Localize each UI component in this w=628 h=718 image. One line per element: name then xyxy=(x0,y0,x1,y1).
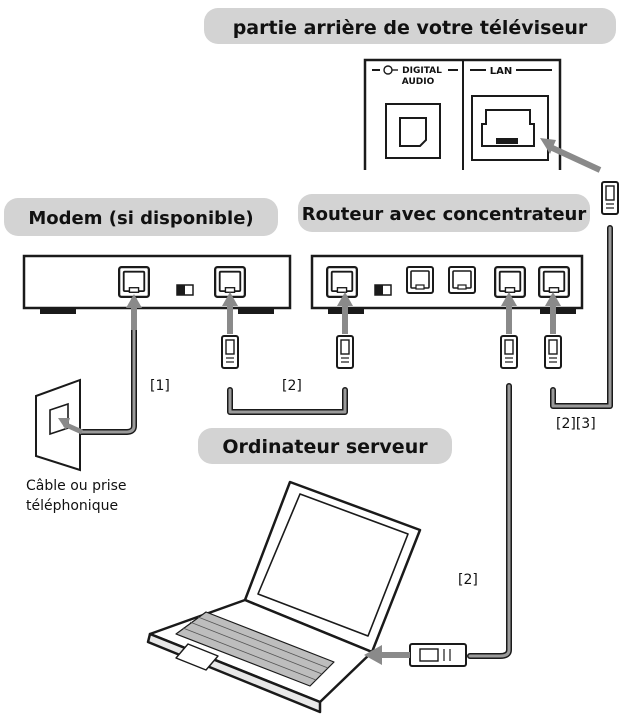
router-port-1 xyxy=(406,266,434,294)
cable-label-1: [1] xyxy=(150,378,170,394)
rj45-plug-icon xyxy=(336,335,354,369)
digital-audio-label-line1: DIGITAL xyxy=(402,66,442,76)
router-title-banner xyxy=(298,194,590,232)
cable-label-2: [2] xyxy=(282,378,302,394)
router-port-3 xyxy=(494,266,526,298)
router-device: Routeur avec concentrateur xyxy=(298,194,590,314)
lan-port-icon xyxy=(471,95,549,161)
tv-title-banner xyxy=(204,8,616,44)
modem-title-banner xyxy=(4,198,278,236)
router-port-2 xyxy=(448,266,476,294)
rj45-plug-icon xyxy=(221,335,239,369)
laptop-icon xyxy=(146,480,422,714)
arrow-left-icon xyxy=(364,645,410,665)
router-title: Routeur avec concentrateur xyxy=(302,204,587,225)
lan-label: LAN xyxy=(490,66,512,77)
optical-out-icon xyxy=(383,65,398,75)
wall-socket-icon xyxy=(35,378,84,472)
modem-device: Modem (si disponible) xyxy=(4,198,292,314)
rj45-plug-laptop-icon xyxy=(409,643,467,667)
router-switch xyxy=(374,284,392,296)
rj45-plug-icon xyxy=(601,181,619,215)
router-port-wan xyxy=(326,266,358,298)
cable-label-2-laptop: [2] xyxy=(458,572,478,588)
server-title-banner xyxy=(198,428,452,464)
rj45-plug-icon xyxy=(500,335,518,369)
router-port-4 xyxy=(538,266,570,298)
tv-back-panel: partie arrière de votre téléviseur DIGIT… xyxy=(204,8,616,170)
tv-title: partie arrière de votre téléviseur xyxy=(233,17,588,39)
server-title: Ordinateur serveur xyxy=(222,436,428,458)
cable-2-3-router-tv xyxy=(550,225,613,409)
rj45-plug-icon xyxy=(544,335,562,369)
cable-label-2-3: [2][3] xyxy=(556,416,596,432)
modem-port-line xyxy=(118,266,150,298)
modem-body xyxy=(22,254,292,310)
digital-audio-label-line2: AUDIO xyxy=(402,77,435,87)
modem-title: Modem (si disponible) xyxy=(28,208,253,229)
modem-switch xyxy=(176,284,194,296)
wall-outlet-label-line2: téléphonique xyxy=(26,498,118,514)
cable-1 xyxy=(75,297,137,435)
wall-outlet-label-line1: Câble ou prise xyxy=(26,478,127,494)
optical-port-icon xyxy=(385,103,441,159)
arrow-to-tv-lan-icon xyxy=(540,138,602,173)
cables xyxy=(75,225,613,659)
cable-2-router-laptop xyxy=(467,383,512,659)
